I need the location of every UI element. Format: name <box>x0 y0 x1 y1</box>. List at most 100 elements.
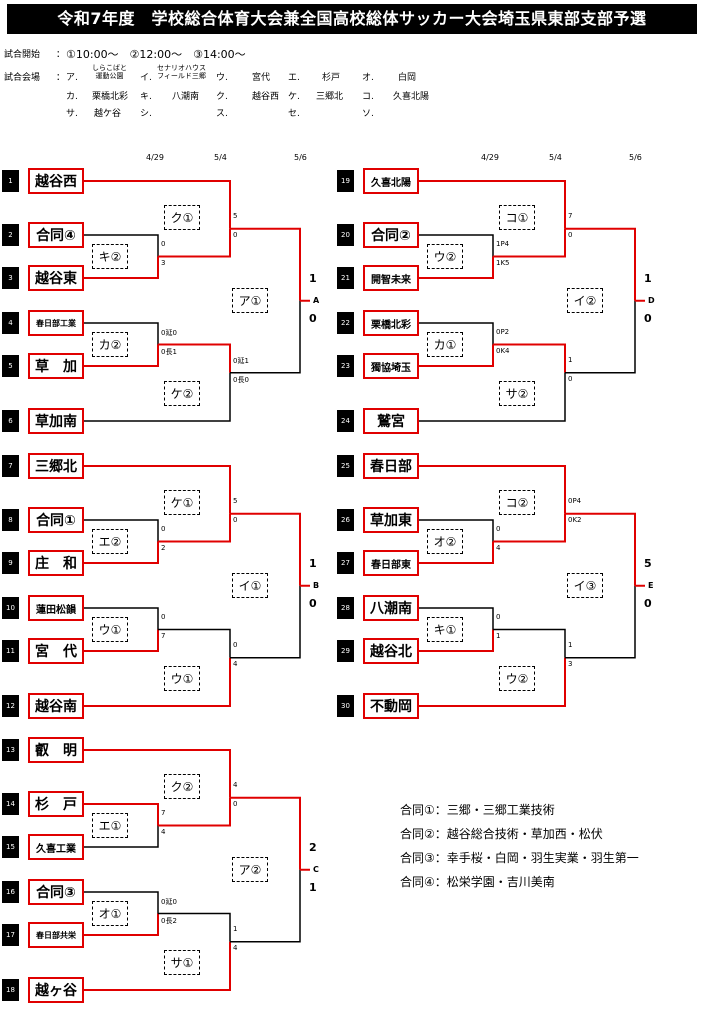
venue-a-name-line2: 運動公園 <box>95 72 124 80</box>
bracket-line-r2-a-top <box>419 465 566 514</box>
score-value: 0 <box>233 515 238 524</box>
bracket-line-r2-b-top <box>493 628 566 658</box>
bracket-line-final-bottom <box>565 300 636 374</box>
final-score-bottom: 0 <box>309 311 317 325</box>
date-round3-right: 5/6 <box>629 153 642 162</box>
bracket-line-r1-b-top <box>419 607 494 630</box>
score-value: 0 <box>233 640 238 649</box>
score-value: 2 <box>161 543 166 552</box>
venue-name: 三郷北 <box>316 92 344 102</box>
team-name: 久喜工業 <box>28 834 84 860</box>
bracket-line-r1-b-top <box>84 322 159 345</box>
venue-code: ソ. <box>362 109 374 119</box>
bracket-line-r2-b-bottom <box>419 372 566 422</box>
date-round3-left: 5/6 <box>294 153 307 162</box>
score-value: 0 <box>161 524 166 533</box>
seed-number: 18 <box>2 979 19 1001</box>
venue-i-name-line1: セナリオハウス <box>157 64 206 72</box>
court-label: エ② <box>92 528 128 554</box>
court-label: ケ② <box>164 380 200 406</box>
score-value: 1K5 <box>496 258 510 267</box>
court-label: サ② <box>499 380 535 406</box>
team-name: 春日部 <box>363 453 419 479</box>
court-label: ア② <box>232 856 268 882</box>
team-name: 杉 戸 <box>28 791 84 817</box>
block-label: D <box>648 295 655 305</box>
venue-code: イ. <box>140 73 152 83</box>
court-label: ク① <box>164 204 200 230</box>
venue-code: エ. <box>288 73 300 83</box>
bracket-line-r2-b-top <box>158 628 231 658</box>
team-name: 草 加 <box>28 353 84 379</box>
seed-number: 30 <box>337 695 354 717</box>
score-value: 0K2 <box>568 515 582 524</box>
venue-code: シ. <box>140 109 152 119</box>
bracket-line-r2-a-bottom <box>493 228 566 258</box>
score-value: 3 <box>568 659 573 668</box>
venue-code: ク. <box>216 92 228 102</box>
score-value: 5 <box>233 211 238 220</box>
block-label: A <box>313 295 320 305</box>
final-score-top: 5 <box>644 556 652 570</box>
block-label: B <box>313 580 320 590</box>
team-name: 宮 代 <box>28 638 84 664</box>
court-label: コ② <box>499 489 535 515</box>
team-name: 春日部東 <box>363 550 419 576</box>
bracket-line-r1-a-bottom <box>419 541 494 564</box>
team-name: 越谷北 <box>363 638 419 664</box>
score-value: 0 <box>233 230 238 239</box>
bracket-line-r1-b-bottom <box>84 344 159 367</box>
score-value: 4 <box>233 659 238 668</box>
bracket-line-r1-b-bottom <box>419 344 494 367</box>
score-value: 4 <box>496 543 501 552</box>
venue-name: 久喜北陽 <box>393 92 430 102</box>
seed-number: 3 <box>2 267 19 289</box>
venue-name: 越ケ谷 <box>94 109 122 119</box>
venue-code: セ. <box>288 109 300 119</box>
bracket-line-r2-a-top <box>419 180 566 229</box>
score-value: 0長0 <box>233 375 249 384</box>
bracket-line-r2-a-bottom <box>158 513 231 543</box>
seed-number: 25 <box>337 455 354 477</box>
bracket-line-final-bottom <box>230 585 301 659</box>
venue-name: 八潮南 <box>172 92 200 102</box>
score-value: 4 <box>233 943 238 952</box>
score-value: 7 <box>568 211 573 220</box>
date-round2-left: 5/4 <box>214 153 227 162</box>
venue-name: 栗橋北彩 <box>92 92 129 102</box>
score-value: 0 <box>496 524 501 533</box>
seed-number: 2 <box>2 224 19 246</box>
team-name: 越谷西 <box>28 168 84 194</box>
seed-number: 14 <box>2 793 19 815</box>
team-name: 合同③ <box>28 879 84 905</box>
bracket-line-r1-b-bottom <box>419 629 494 652</box>
score-value: 0 <box>496 612 501 621</box>
score-value: 5 <box>233 496 238 505</box>
seed-number: 12 <box>2 695 19 717</box>
seed-number: 28 <box>337 597 354 619</box>
score-value: 0 <box>233 799 238 808</box>
venue-code: ケ. <box>288 92 300 102</box>
venue-code: サ. <box>66 109 78 119</box>
court-label: キ② <box>92 243 128 269</box>
bracket-line-r1-a-bottom <box>84 825 159 848</box>
team-name: 鷲宮 <box>363 408 419 434</box>
score-value: 7 <box>161 808 166 817</box>
bracket-line-final-bottom <box>565 585 636 659</box>
score-value: 1 <box>496 631 501 640</box>
bracket-line-r2-b-bottom <box>419 657 566 707</box>
court-label: キ① <box>427 616 463 642</box>
bracket-line-final-top <box>230 512 301 586</box>
court-label: コ① <box>499 204 535 230</box>
score-value: 0K4 <box>496 346 510 355</box>
final-score-bottom: 0 <box>644 596 652 610</box>
team-name: 三郷北 <box>28 453 84 479</box>
court-label: サ① <box>164 949 200 975</box>
court-label: オ② <box>427 528 463 554</box>
score-value: 0 <box>161 612 166 621</box>
team-name: 獨協埼玉 <box>363 353 419 379</box>
bracket-line-final-bottom <box>230 300 301 374</box>
bracket-line-r1-a-bottom <box>84 541 159 564</box>
team-name: 合同① <box>28 507 84 533</box>
seed-number: 16 <box>2 881 19 903</box>
